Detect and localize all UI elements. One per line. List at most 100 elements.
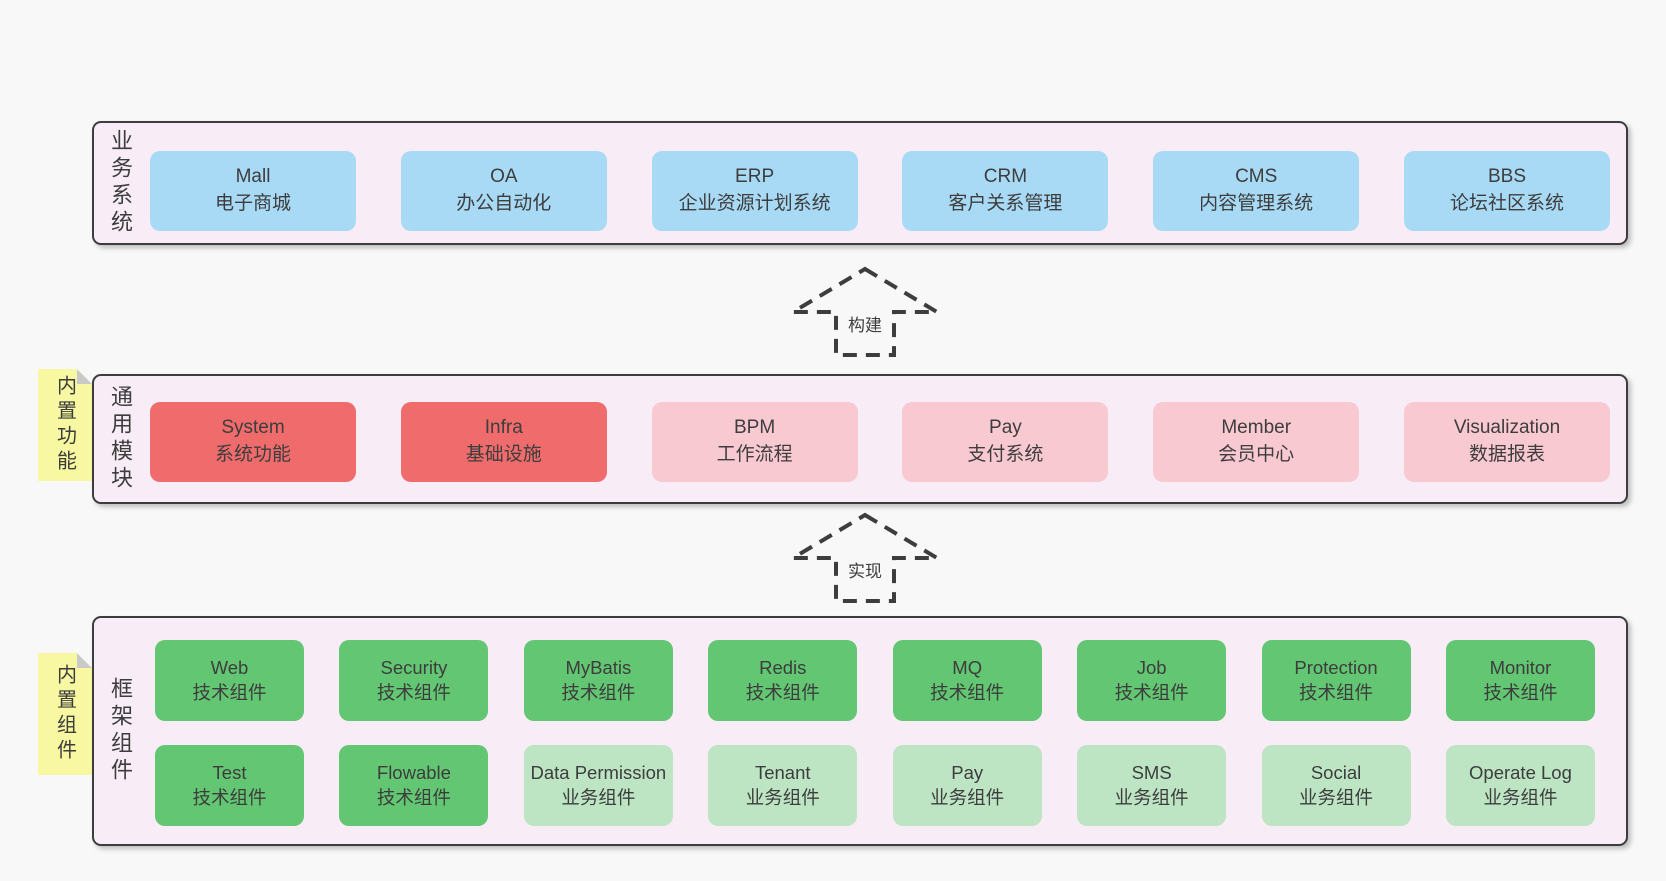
box-title: System [221, 417, 285, 439]
dashed-up-arrow-icon [790, 512, 940, 603]
box-title: Tenant [754, 762, 811, 784]
layer-label-common-modules: 通用模块 [108, 385, 133, 493]
note-built-in-components: 内置组件 [38, 653, 92, 775]
box-title: Visualization [1453, 417, 1561, 439]
box-subtitle: 基础设施 [465, 444, 542, 465]
layer-label-framework-components: 框架组件 [108, 677, 133, 785]
box-title: Operate Log [1469, 762, 1572, 784]
folded-corner-icon [77, 369, 92, 384]
box-data-permission: Data Permission 业务组件 [523, 745, 673, 826]
common-modules-row: System 系统功能 Infra 基础设施 BPM 工作流程 Pay 支付系统… [150, 402, 1610, 482]
box-subtitle: 技术组件 [192, 681, 267, 703]
layer-common-modules: 通用模块 System 系统功能 Infra 基础设施 BPM 工作流程 Pay… [92, 374, 1628, 504]
dashed-up-arrow-icon [790, 266, 940, 357]
box-title: Pay [951, 762, 984, 784]
box-title: Redis [759, 657, 807, 679]
box-subtitle: 技术组件 [1114, 681, 1189, 703]
box-title: Infra [484, 417, 523, 439]
arrow-implement-label: 实现 [844, 556, 886, 583]
box-title: Pay [989, 417, 1022, 439]
box-social: Social 业务组件 [1261, 745, 1411, 826]
box-subtitle: 办公自动化 [456, 193, 552, 214]
box-web: Web 技术组件 [155, 640, 304, 721]
box-system: System 系统功能 [150, 402, 356, 482]
box-subtitle: 技术组件 [1483, 681, 1558, 703]
box-monitor: Monitor 技术组件 [1445, 640, 1595, 721]
box-infra: Infra 基础设施 [400, 402, 607, 482]
box-subtitle: 业务组件 [1483, 786, 1558, 808]
box-cms: CMS 内容管理系统 [1153, 151, 1360, 231]
box-bbs: BBS 论坛社区系统 [1403, 151, 1610, 231]
box-oa: OA 办公自动化 [400, 151, 607, 231]
box-subtitle: 技术组件 [930, 681, 1005, 703]
arrow-build-label: 构建 [844, 310, 886, 337]
box-title: Social [1310, 762, 1362, 784]
box-title: Security [380, 657, 448, 679]
box-title: Job [1136, 657, 1167, 679]
box-operate-log: Operate Log 业务组件 [1445, 745, 1595, 826]
box-subtitle: 会员中心 [1218, 444, 1295, 465]
box-subtitle: 数据报表 [1468, 444, 1545, 465]
box-title: BPM [734, 417, 776, 439]
box-subtitle: 业务组件 [1299, 786, 1374, 808]
box-subtitle: 技术组件 [561, 681, 636, 703]
box-security: Security 技术组件 [339, 640, 489, 721]
box-subtitle: 技术组件 [192, 786, 267, 808]
box-sms: SMS 业务组件 [1077, 745, 1227, 826]
box-title: Protection [1294, 657, 1378, 679]
box-mybatis: MyBatis 技术组件 [523, 640, 673, 721]
box-subtitle: 企业资源计划系统 [678, 193, 831, 214]
box-title: MyBatis [565, 657, 632, 679]
box-mq: MQ 技术组件 [892, 640, 1042, 721]
box-subtitle: 技术组件 [1299, 681, 1374, 703]
layer-label-business-systems: 业务系统 [108, 129, 133, 237]
box-crm: CRM 客户关系管理 [902, 151, 1109, 231]
box-subtitle: 业务组件 [1114, 786, 1189, 808]
framework-components-row-1: Web 技术组件 Security 技术组件 MyBatis 技术组件 Redi… [155, 640, 1595, 721]
folded-corner-icon [77, 653, 92, 668]
box-erp: ERP 企业资源计划系统 [651, 151, 858, 231]
box-title: Monitor [1489, 657, 1552, 679]
layer-framework-components: 框架组件 Web 技术组件 Security 技术组件 MyBatis 技术组件… [92, 616, 1628, 846]
box-test: Test 技术组件 [155, 745, 304, 826]
box-title: Web [210, 657, 249, 679]
box-title: ERP [735, 166, 775, 188]
box-title: MQ [952, 657, 983, 679]
box-title: Mall [235, 166, 271, 188]
box-title: Flowable [376, 762, 451, 784]
business-systems-row: Mall 电子商城 OA 办公自动化 ERP 企业资源计划系统 CRM 客户关系… [150, 151, 1610, 231]
box-protection: Protection 技术组件 [1261, 640, 1411, 721]
box-subtitle: 技术组件 [745, 681, 820, 703]
box-subtitle: 支付系统 [967, 444, 1044, 465]
box-pay-system: Pay 支付系统 [902, 402, 1109, 482]
note-text: 内置功能 [53, 375, 76, 475]
box-subtitle: 电子商城 [214, 193, 291, 214]
layer-business-systems: 业务系统 Mall 电子商城 OA 办公自动化 ERP 企业资源计划系统 CRM… [92, 121, 1628, 245]
box-job: Job 技术组件 [1077, 640, 1227, 721]
box-mall: Mall 电子商城 [150, 151, 356, 231]
box-subtitle: 技术组件 [376, 681, 451, 703]
box-pay-component: Pay 业务组件 [892, 745, 1042, 826]
box-title: SMS [1131, 762, 1172, 784]
box-title: OA [490, 166, 518, 188]
box-visualization: Visualization 数据报表 [1403, 402, 1610, 482]
framework-components-row-2: Test 技术组件 Flowable 技术组件 Data Permission … [155, 745, 1595, 826]
note-built-in-functions: 内置功能 [38, 369, 92, 481]
box-title: Data Permission [530, 762, 667, 784]
box-tenant: Tenant 业务组件 [708, 745, 858, 826]
box-subtitle: 论坛社区系统 [1449, 193, 1564, 214]
box-subtitle: 技术组件 [376, 786, 451, 808]
box-redis: Redis 技术组件 [708, 640, 858, 721]
box-subtitle: 系统功能 [214, 444, 291, 465]
box-subtitle: 业务组件 [930, 786, 1005, 808]
box-title: CRM [983, 166, 1028, 188]
box-member: Member 会员中心 [1153, 402, 1360, 482]
box-subtitle: 工作流程 [716, 444, 793, 465]
arrow-build: 构建 [790, 266, 940, 358]
box-title: Member [1221, 417, 1292, 439]
box-subtitle: 内容管理系统 [1199, 193, 1314, 214]
box-flowable: Flowable 技术组件 [339, 745, 489, 826]
box-subtitle: 客户关系管理 [948, 193, 1063, 214]
box-bpm: BPM 工作流程 [651, 402, 858, 482]
